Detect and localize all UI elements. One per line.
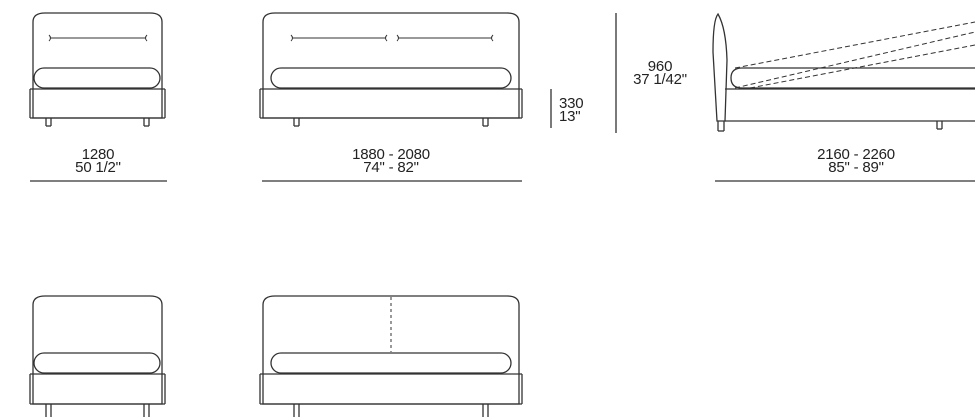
single-width-in: 50 1/2" [75,159,121,176]
frame-height-in: 13" [559,108,581,125]
headboard-height-mm: 960 [647,58,673,75]
single-bed-front-view [29,12,166,127]
single-width-dimension: 1280 50 1/2" [48,146,148,176]
double-bed-front-view-plain [259,295,523,417]
bed-length-in: 85" - 89" [828,159,884,176]
bed-side-view [712,12,975,132]
double-width-dimension: 1880 - 2080 74" - 82" [321,146,461,176]
double-bed-front-view [259,12,523,127]
headboard-height-in: 37 1/42" [633,71,687,88]
single-bed-front-view-plain [29,295,166,417]
frame-height-mm: 330 [559,95,584,112]
double-width-in: 74" - 82" [363,159,419,176]
single-width-mm: 1280 [81,146,115,163]
stitching-detail [290,34,494,42]
bed-length-mm: 2160 - 2260 [817,146,895,163]
bed-length-dimension: 2160 - 2260 85" - 89" [786,146,926,176]
frame-height-dimension: 330 13" [559,95,609,125]
double-width-mm: 1880 - 2080 [352,146,430,163]
stitching-detail [48,34,148,42]
headboard-height-dimension: 960 37 1/42" [620,58,700,88]
lift-mechanism-dashed-lines [734,21,975,89]
